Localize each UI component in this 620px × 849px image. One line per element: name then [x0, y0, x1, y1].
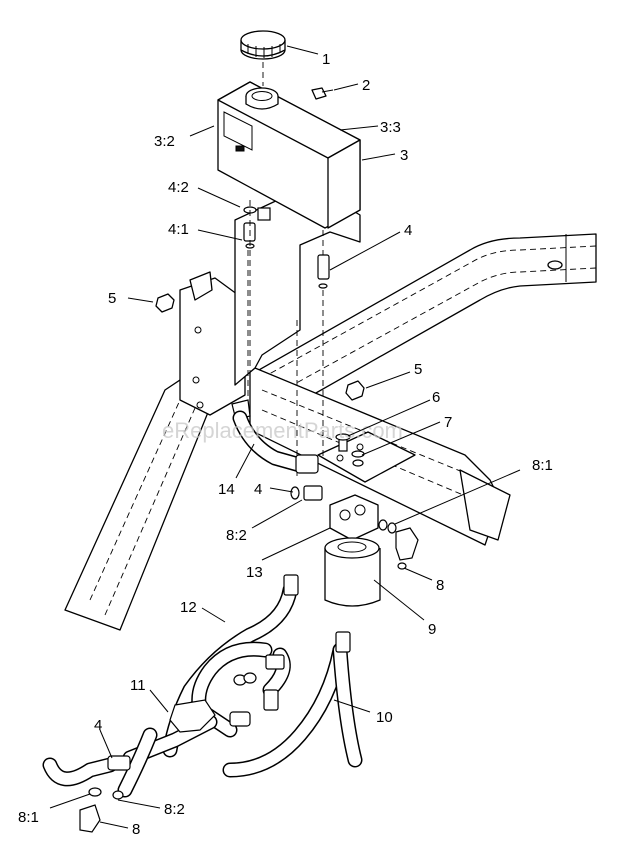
lower-hose-assembly — [42, 654, 285, 833]
hose-10 — [222, 631, 363, 778]
callout-12: 12 — [180, 599, 197, 616]
callout-4-mid: 4 — [254, 481, 262, 498]
callout-4-bottom: 4 — [94, 717, 102, 734]
callout-14: 14 — [218, 481, 235, 498]
callout-8-1-bottom: 8:1 — [18, 809, 39, 826]
callout-3: 3 — [400, 147, 408, 164]
callout-8-1-right: 8:1 — [532, 457, 553, 474]
filter-head — [290, 485, 397, 541]
callout-4-1: 4:1 — [168, 221, 189, 238]
watermark-text: eReplacementParts.com — [162, 418, 403, 443]
callout-3-3: 3:3 — [380, 119, 401, 136]
elbow-fitting-right — [395, 527, 419, 570]
callout-5-left: 5 — [108, 290, 116, 307]
callout-8-right: 8 — [436, 577, 444, 594]
callout-4-top: 4 — [404, 222, 412, 239]
callout-8-2-bottom: 8:2 — [164, 801, 185, 818]
callout-9: 9 — [428, 621, 436, 638]
hose-14 — [232, 410, 319, 474]
callout-10: 10 — [376, 709, 393, 726]
callout-3-2: 3:2 — [154, 133, 175, 150]
hydraulic-tank — [217, 81, 361, 229]
callout-7: 7 — [444, 414, 452, 431]
callout-labels: 1 2 3:2 3:3 3 4:2 4:1 4 5 5 6 7 8:1 14 4… — [18, 51, 553, 838]
callout-8-bottom: 8 — [132, 821, 140, 838]
callout-11: 11 — [130, 677, 146, 694]
callout-8-2-mid: 8:2 — [226, 527, 247, 544]
callout-5-right: 5 — [414, 361, 422, 378]
callout-2: 2 — [362, 77, 370, 94]
tank-cap — [240, 30, 286, 86]
tank-fittings — [155, 200, 365, 467]
callout-6: 6 — [432, 389, 440, 406]
screw — [311, 87, 334, 100]
oil-filter — [324, 537, 381, 607]
callout-4-2: 4:2 — [168, 179, 189, 196]
frame-assembly — [64, 184, 597, 631]
callout-13: 13 — [246, 564, 263, 581]
callout-1: 1 — [322, 51, 330, 68]
leader-lines — [49, 45, 521, 829]
